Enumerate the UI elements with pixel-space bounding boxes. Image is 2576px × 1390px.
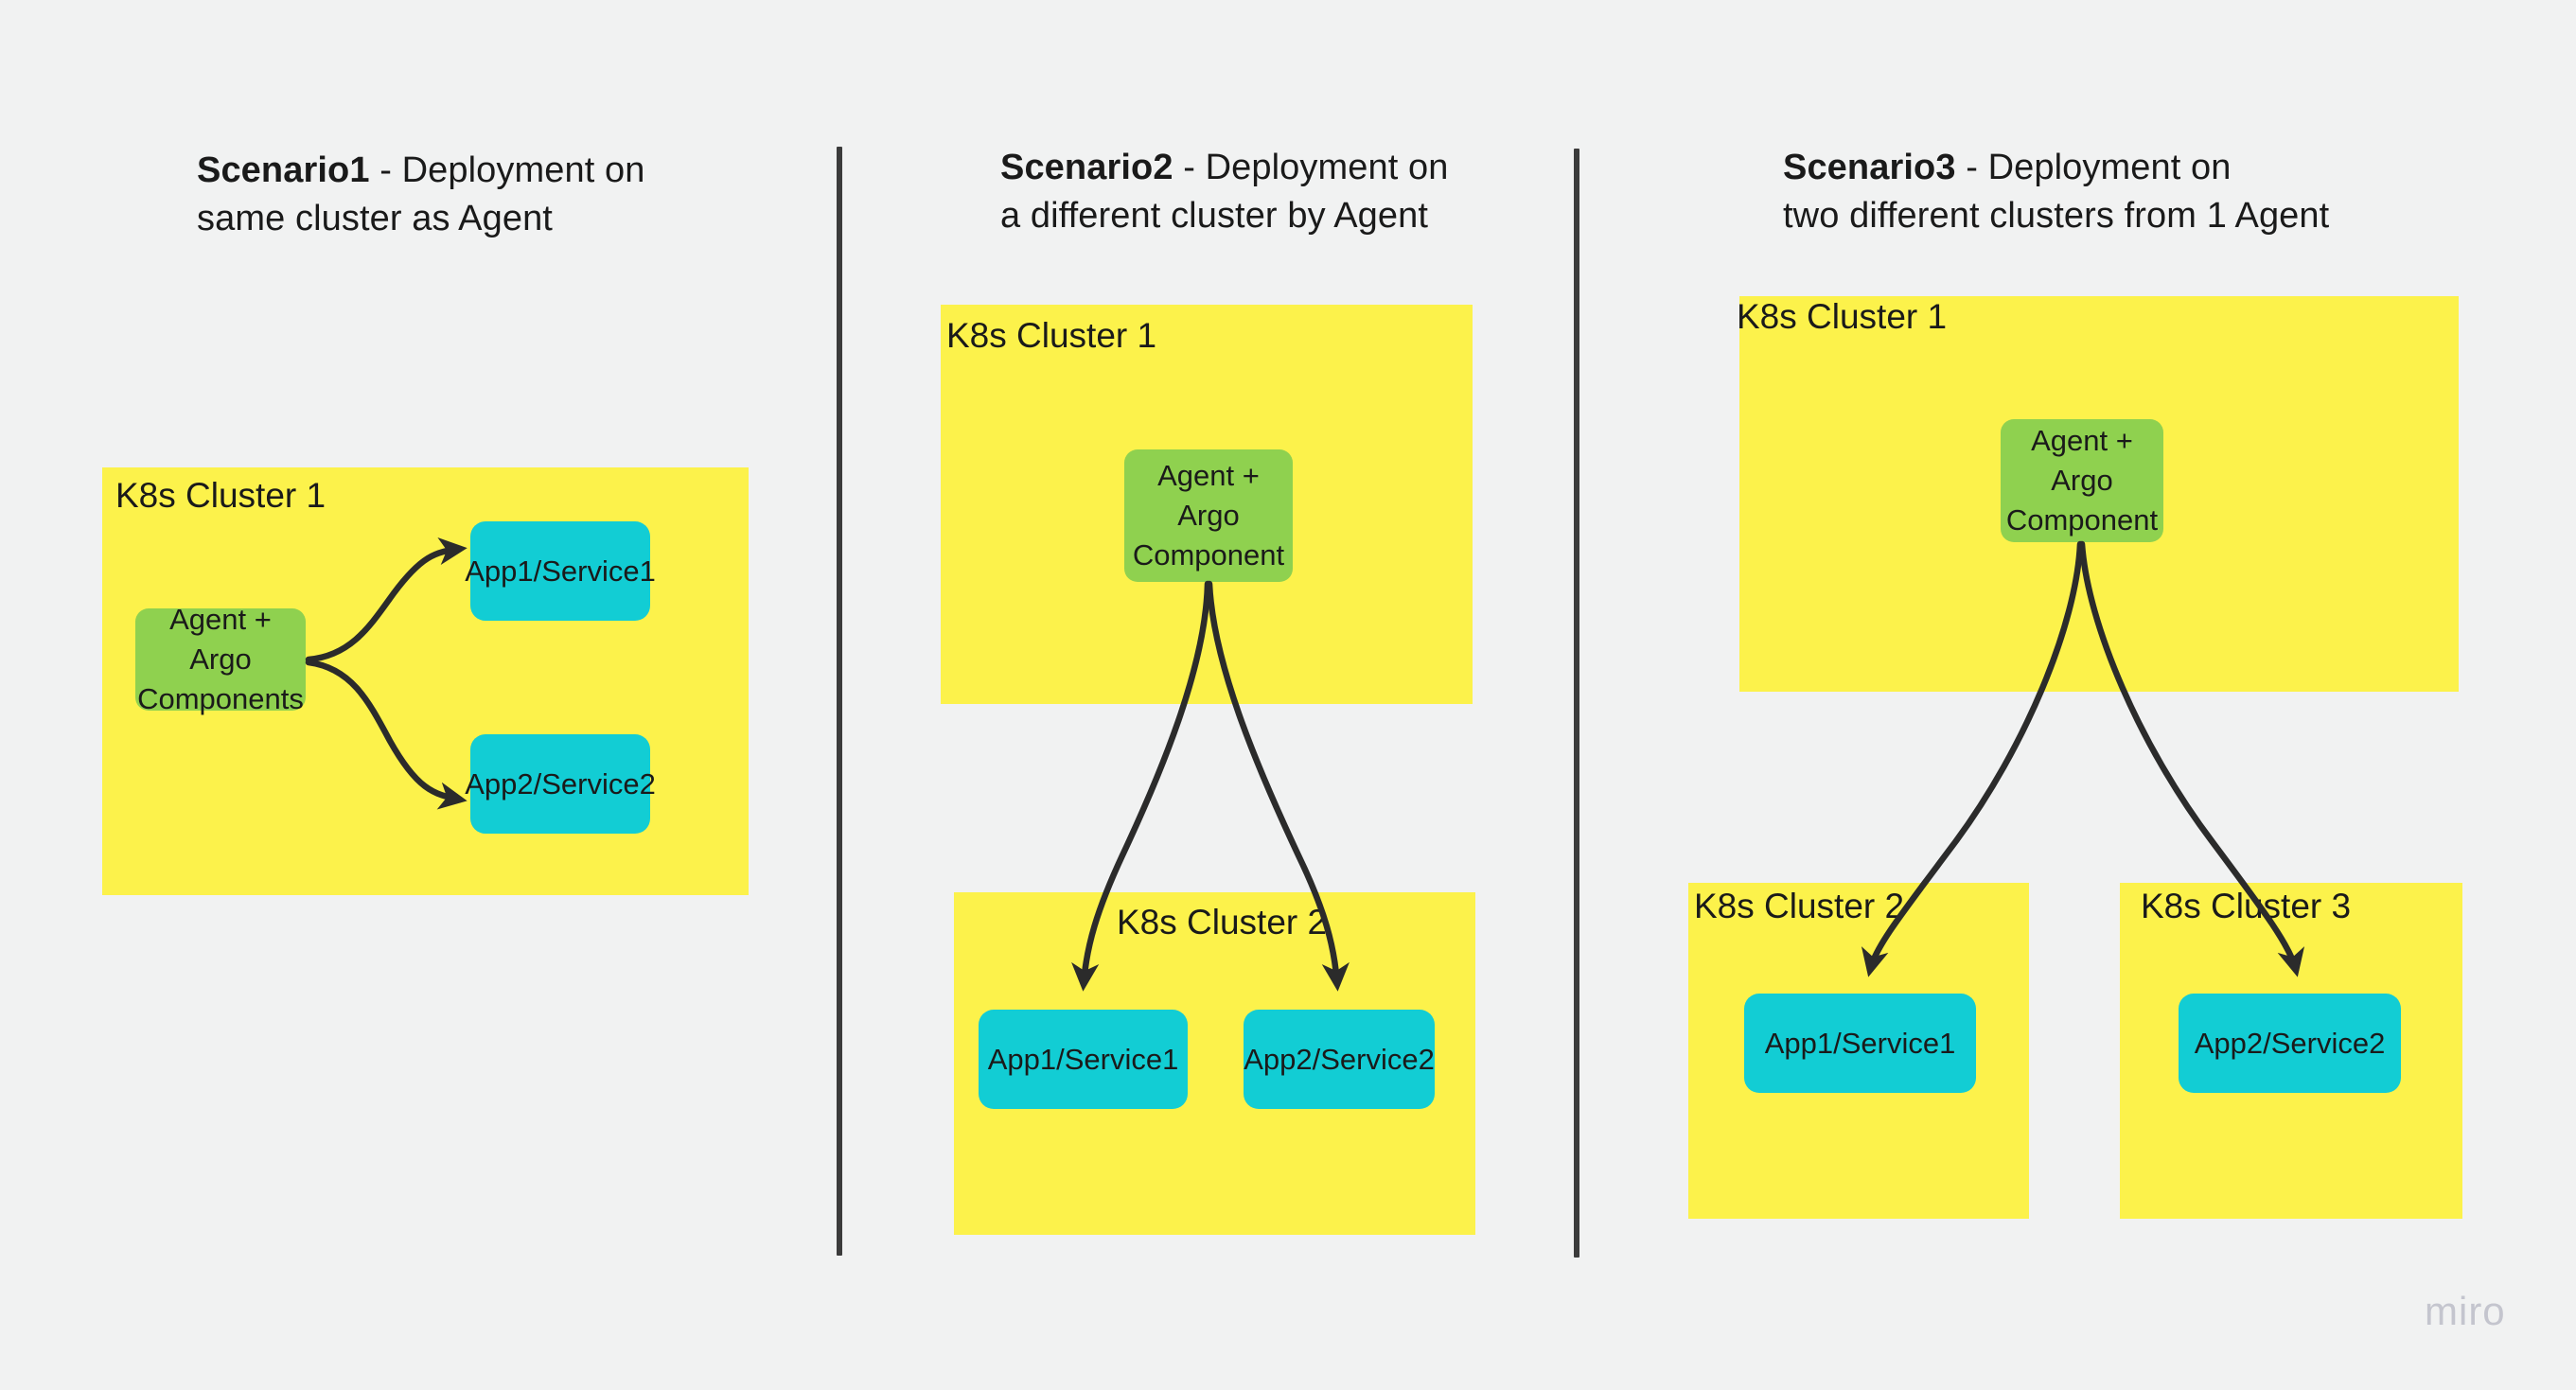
cluster-label-s2-cluster1: K8s Cluster 1 xyxy=(946,316,1157,355)
scenario-divider-1 xyxy=(837,147,842,1256)
cluster-label-s3-cluster2: K8s Cluster 2 xyxy=(1694,887,1905,925)
scenario3-title-rest: - Deployment on two different clusters f… xyxy=(1783,148,2330,236)
node-app2-service2-s3[interactable]: App2/Service2 xyxy=(2179,994,2401,1093)
node-app1-service1-s1[interactable]: App1/Service1 xyxy=(465,521,656,621)
cluster-label-s3-cluster3: K8s Cluster 3 xyxy=(2141,887,2352,925)
scenario1-title-rest: - Deployment on same cluster as Agent xyxy=(197,150,645,238)
scenario2-title-rest: - Deployment on a different cluster by A… xyxy=(1000,148,1449,236)
scenario1-title-strong: Scenario1 xyxy=(197,150,370,190)
cluster-label-s2-cluster2: K8s Cluster 2 xyxy=(1117,903,1328,941)
scenario2-title: Scenario2 - Deployment on a different cl… xyxy=(1000,144,1449,239)
cluster-label-s1-cluster1: K8s Cluster 1 xyxy=(115,476,326,515)
node-app1-service1-s3[interactable]: App1/Service1 xyxy=(1744,994,1976,1093)
scenario2-title-strong: Scenario2 xyxy=(1000,148,1173,187)
node-app1-service1-s2[interactable]: App1/Service1 xyxy=(979,1010,1188,1109)
node-app2-service2-s2[interactable]: App2/Service2 xyxy=(1244,1010,1435,1109)
node-agent-argo-components-s1[interactable]: Agent + Argo Components xyxy=(135,603,306,715)
node-agent-argo-component-s2[interactable]: Agent + Argo Component xyxy=(1124,449,1293,582)
scenario-divider-2 xyxy=(1574,149,1579,1258)
scenario1-title: Scenario1 - Deployment on same cluster a… xyxy=(197,147,645,242)
node-agent-argo-component-s3[interactable]: Agent + Argo Component xyxy=(2001,419,2163,542)
miro-watermark: miro xyxy=(2425,1289,2506,1333)
scenario3-title: Scenario3 - Deployment on two different … xyxy=(1783,144,2329,239)
cluster-label-s3-cluster1: K8s Cluster 1 xyxy=(1737,297,1948,336)
node-app2-service2-s1[interactable]: App2/Service2 xyxy=(465,734,656,834)
scenario3-title-strong: Scenario3 xyxy=(1783,148,1956,187)
